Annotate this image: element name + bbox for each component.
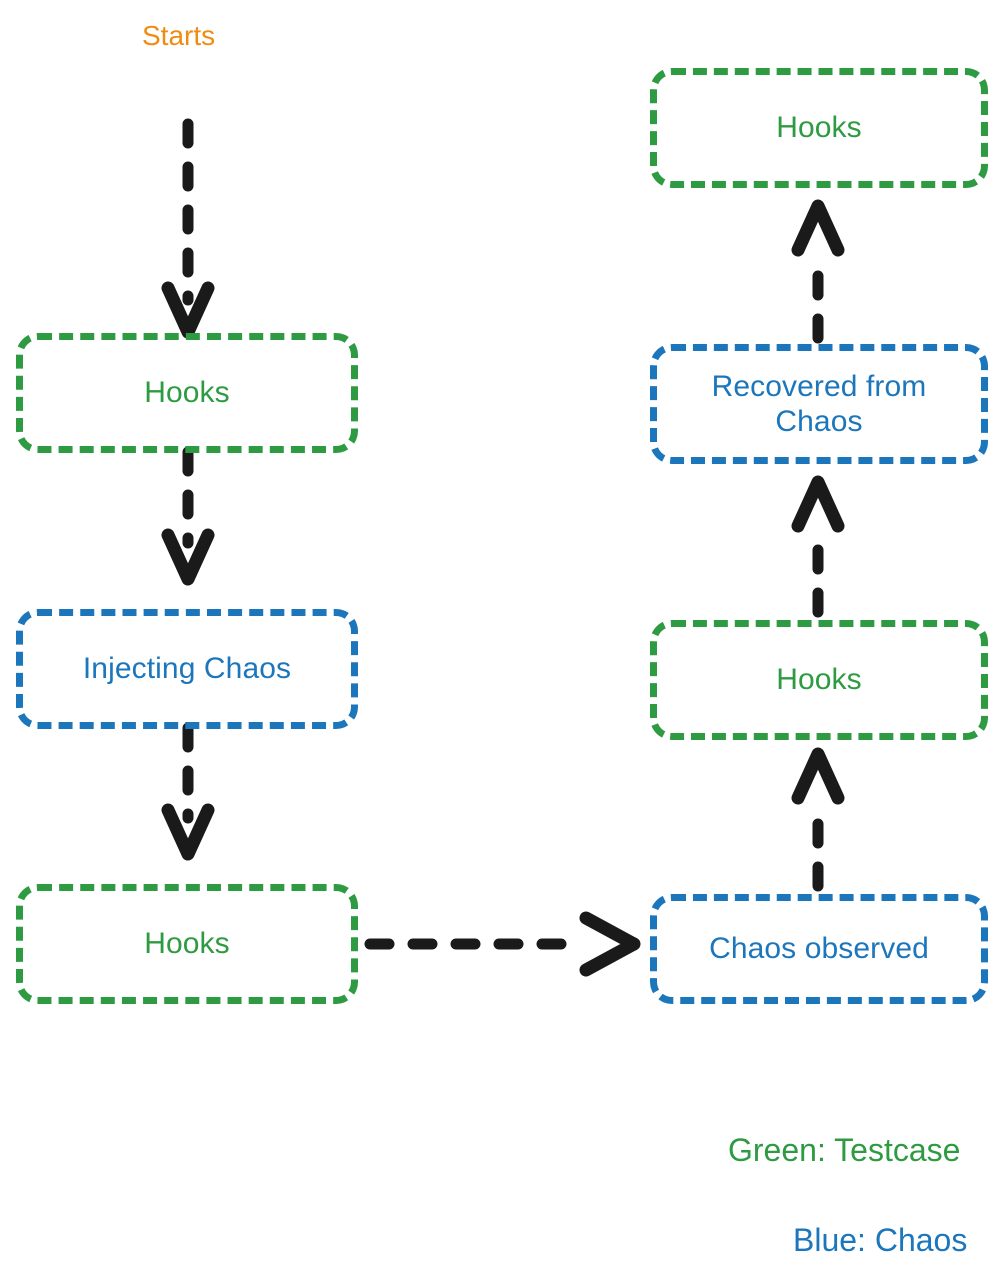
node-hooks-1[interactable]: Hooks [16,333,358,453]
legend-blue-chaos: Blue: Chaos [793,1222,968,1258]
node-injecting-chaos[interactable]: Injecting Chaos [16,609,358,729]
node-hooks-2-label: Hooks [144,927,230,961]
edge-hooks-2-to-chaos-observed [364,911,641,977]
edge-hooks-3-to-recovered-from-chaos [791,475,845,618]
node-hooks-4-label: Hooks [776,111,862,145]
legend-green-testcase: Green: Testcase [728,1132,961,1168]
node-hooks-3-label: Hooks [776,663,862,697]
edge-recovered-from-chaos-to-hooks-4 [791,199,845,344]
edge-injecting-chaos-to-hooks-2 [161,722,215,861]
edge-chaos-observed-to-hooks-3 [791,747,845,892]
start-label: Starts [142,20,216,51]
node-hooks-2[interactable]: Hooks [16,884,358,1004]
node-hooks-3[interactable]: Hooks [650,620,988,740]
node-hooks-1-label: Hooks [144,376,230,410]
node-recovered-from-chaos-label: Recovered from Chaos [711,369,927,438]
edge-hooks-1-to-injecting-chaos [161,446,215,586]
node-hooks-4[interactable]: Hooks [650,68,988,188]
node-recovered-from-chaos[interactable]: Recovered from Chaos [650,344,988,464]
edge-start-to-hooks-1 [161,118,215,339]
node-injecting-chaos-label: Injecting Chaos [82,652,292,686]
node-chaos-observed-label: Chaos observed [709,932,929,966]
node-chaos-observed[interactable]: Chaos observed [650,894,988,1004]
